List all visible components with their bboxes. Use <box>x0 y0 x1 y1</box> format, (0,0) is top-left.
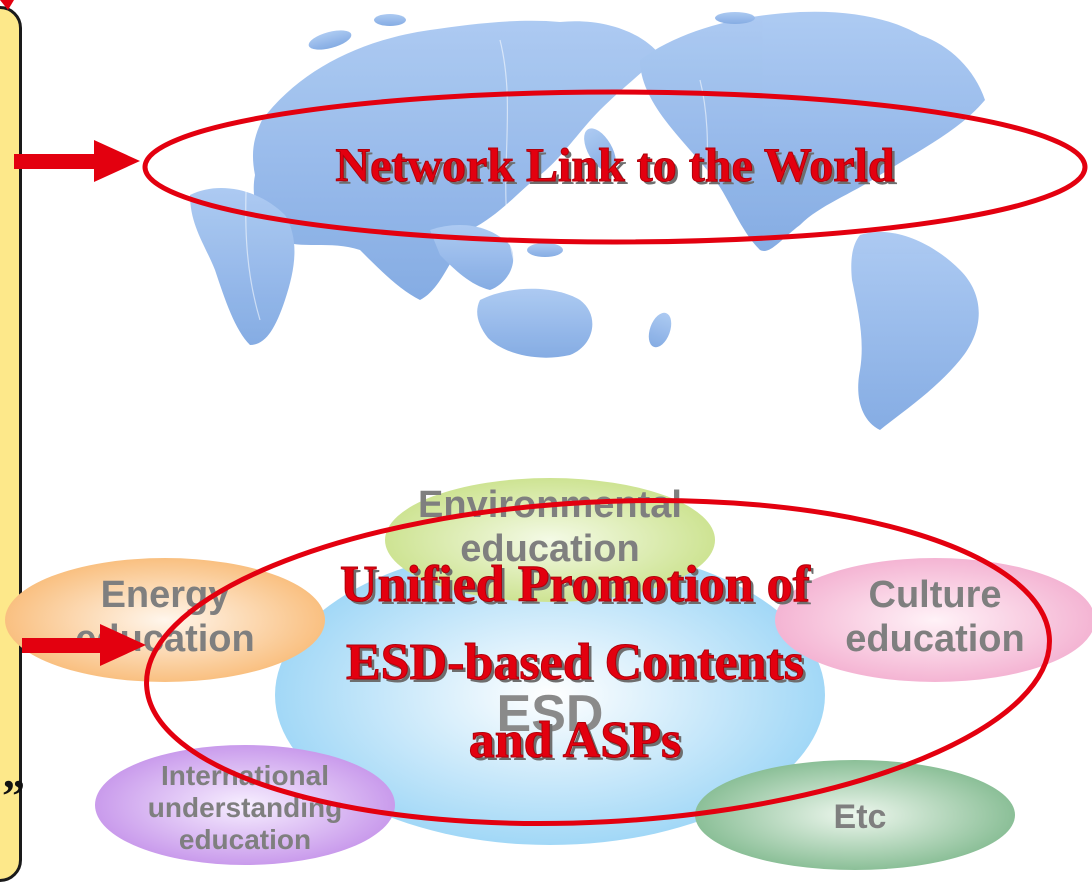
esd-title-line3: and ASPs <box>468 711 682 769</box>
bottom-arrow-icon <box>22 624 146 666</box>
esd-title-line1: Unified Promotion of <box>340 555 811 613</box>
closing-quote-glyph: ” <box>2 770 25 821</box>
environmental-oval <box>385 478 715 602</box>
energy-label: Energy education <box>75 574 255 660</box>
network-oval <box>142 89 1088 245</box>
map-australia <box>477 288 593 358</box>
esd-promotion-oval <box>144 497 1052 827</box>
esd-title-line2: ESD-based Contents <box>346 633 805 691</box>
map-south-america <box>851 231 979 430</box>
international-oval <box>95 745 395 865</box>
corner-accent-mark <box>0 0 14 10</box>
esd-center-oval <box>275 545 825 845</box>
etc-label: Etc <box>833 798 887 836</box>
network-title: Network Link to the World <box>335 139 895 193</box>
map-north-america <box>640 11 985 251</box>
etc-oval <box>695 760 1015 870</box>
culture-label: Culture education <box>845 574 1025 660</box>
map-africa <box>190 187 295 345</box>
esd-center-label: ESD <box>496 685 604 743</box>
culture-oval <box>775 558 1092 682</box>
top-arrow-icon <box>14 140 140 182</box>
